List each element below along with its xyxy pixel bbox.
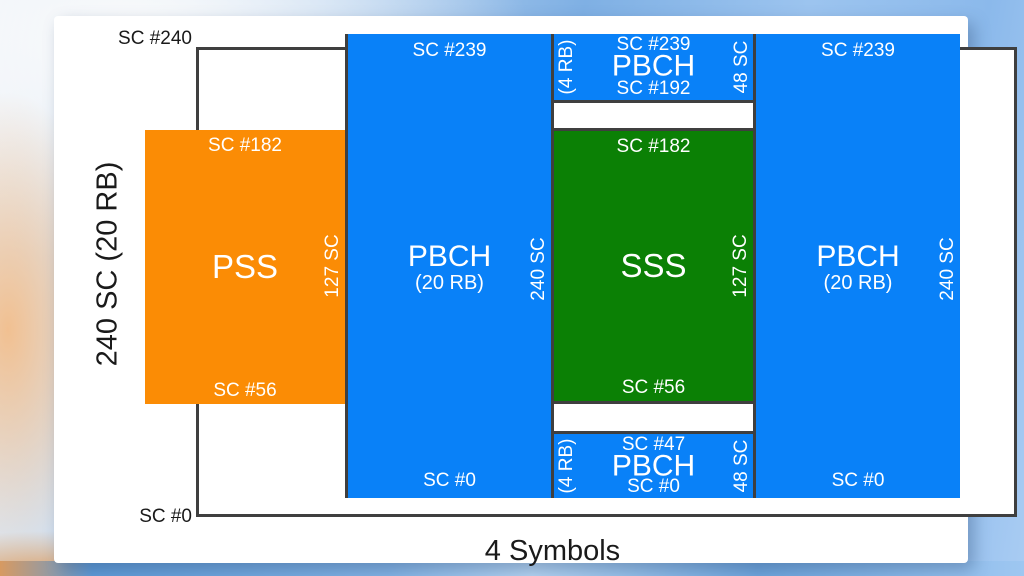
pss-bottom-sc-label: SC #56	[213, 380, 277, 401]
x-axis-label: 4 Symbols	[484, 535, 621, 567]
figure-panel: SC #240 SC #0 240 SC (20 RB) 4 Symbols S…	[54, 16, 1017, 567]
pbch1-title-group: PBCH (20 RB)	[348, 240, 551, 295]
pbch1-subtitle: (20 RB)	[415, 272, 484, 295]
pbch3-side-label: 240 SC	[937, 237, 958, 301]
pbch1-title: PBCH	[407, 240, 492, 274]
sss-side-label: 127 SC	[730, 234, 751, 298]
pbch-top-sc192-label: SC #192	[616, 78, 691, 99]
pbch3-title-group: PBCH (20 RB)	[756, 240, 960, 295]
pbch3-top-sc-label: SC #239	[821, 40, 895, 61]
pbch-bottom-48sc-label: 48 SC	[731, 439, 752, 493]
background-bottom-strip	[0, 561, 1024, 576]
pbch-bottom-block: SC #47 PBCH SC #0 (4 RB) 48 SC	[554, 431, 753, 498]
pbch-bottom-rb-label: (4 RB)	[556, 438, 577, 494]
pss-top-sc-label: SC #182	[208, 135, 282, 156]
pbch3-title: PBCH	[816, 240, 900, 274]
pss-block: SC #182 PSS SC #56 127 SC	[145, 130, 345, 404]
y-axis-top-tick: SC #240	[118, 28, 192, 49]
pbch-symbol1-block: SC #239 PBCH (20 RB) SC #0 240 SC	[345, 34, 551, 498]
pbch3-subtitle: (20 RB)	[823, 272, 893, 295]
pbch-symbol3-block: SC #239 PBCH (20 RB) SC #0 240 SC	[753, 34, 960, 498]
sss-title: SSS	[620, 247, 687, 284]
pbch-top-48sc-label: 48 SC	[731, 40, 752, 94]
pbch1-side-label: 240 SC	[528, 237, 549, 301]
pbch-bottom-sc0-label: SC #0	[627, 476, 680, 497]
pbch-bottom-sc47-label: SC #47	[621, 434, 686, 455]
sss-block: SC #182 SSS SC #56 127 SC	[554, 128, 753, 404]
pbch-top-rb-label: (4 RB)	[556, 39, 577, 95]
pbch-top-title: PBCH	[611, 49, 696, 83]
pbch-top-sc239-label: SC #239	[616, 34, 691, 55]
sss-bottom-sc-label: SC #56	[621, 377, 686, 398]
pss-side-label: 127 SC	[322, 234, 343, 298]
y-axis-label: 240 SC (20 RB)	[91, 161, 124, 367]
pbch3-bottom-sc-label: SC #0	[831, 470, 885, 491]
pbch-bottom-title: PBCH	[611, 449, 696, 483]
pbch1-top-sc-label: SC #239	[412, 40, 487, 61]
sss-top-sc-label: SC #182	[616, 136, 691, 157]
y-axis-bottom-tick: SC #0	[139, 506, 192, 527]
pss-title: PSS	[211, 248, 279, 285]
symbol2-column: SC #239 PBCH SC #192 (4 RB) 48 SC SC #18…	[551, 34, 753, 498]
pbch1-bottom-sc-label: SC #0	[423, 470, 476, 491]
pbch-top-block: SC #239 PBCH SC #192 (4 RB) 48 SC	[554, 34, 753, 103]
